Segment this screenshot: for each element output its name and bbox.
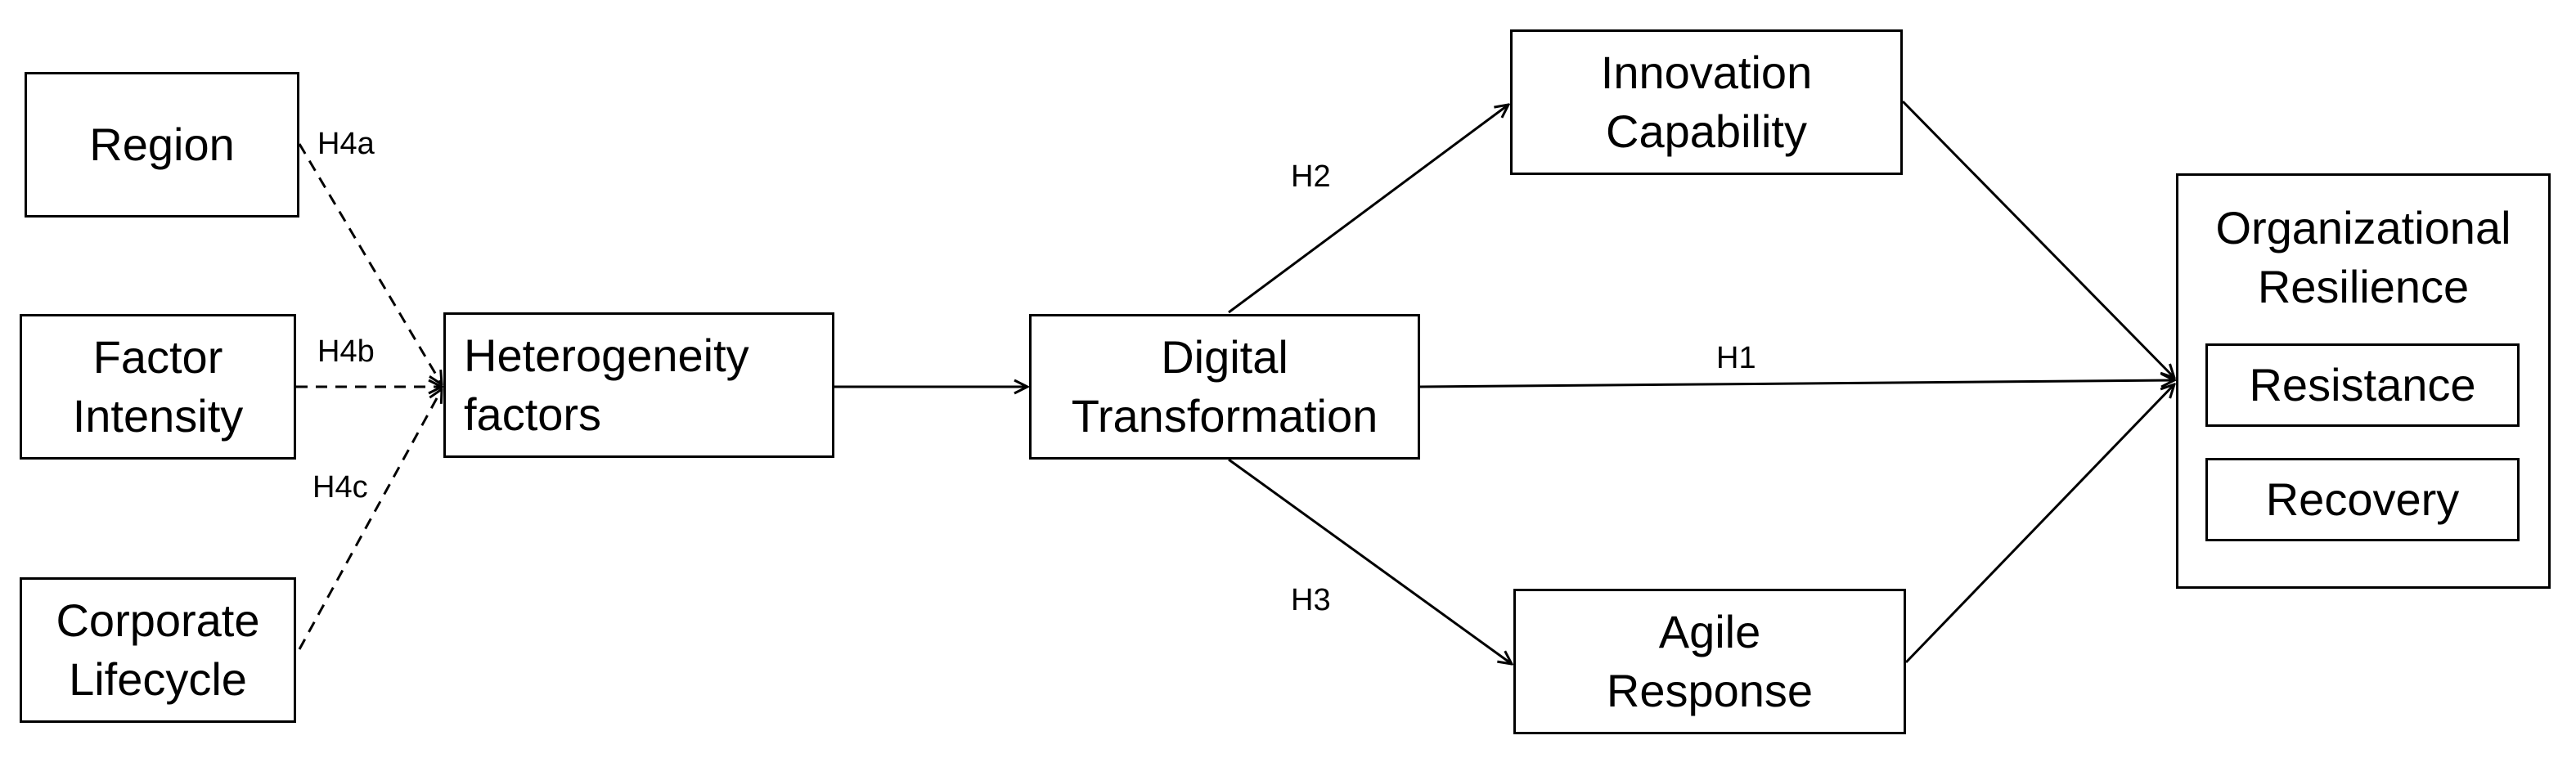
agile-response-box: Agile Response xyxy=(1513,589,1906,734)
corporate-lifecycle-label-line2: Lifecycle xyxy=(69,653,247,705)
corporate-lifecycle-label-line1: Corporate xyxy=(56,594,260,646)
agile-response-label-line1: Agile xyxy=(1658,606,1761,657)
factor-intensity-label-line2: Intensity xyxy=(72,390,244,442)
factor-intensity-label-line1: Factor xyxy=(92,331,223,383)
hypothesis-label-h3: H3 xyxy=(1291,583,1331,617)
region-label: Region xyxy=(89,119,235,170)
heterogeneity-label-line2: factors xyxy=(464,388,602,440)
recovery-label: Recovery xyxy=(2265,473,2460,525)
hypothesis-label-h4b: H4b xyxy=(317,334,375,369)
hypothesis-label-h4c: H4c xyxy=(312,470,368,505)
hypothesis-label-h2: H2 xyxy=(1291,159,1331,194)
arrow-innovation-to-resilience xyxy=(1901,100,2174,378)
arrow-agile-to-resilience xyxy=(1904,384,2174,664)
arrow-digital-to-innovation xyxy=(1228,105,1508,314)
innovation-capability-label-line2: Capability xyxy=(1606,105,1807,157)
resistance-label: Resistance xyxy=(2249,359,2476,410)
organizational-resilience-title-line2: Resilience xyxy=(2257,261,2470,312)
innovation-capability-label-line1: Innovation xyxy=(1600,47,1813,98)
factor-intensity-box: Factor Intensity xyxy=(20,314,296,460)
digital-transformation-box: Digital Transformation xyxy=(1029,314,1420,460)
digital-transformation-label-line2: Transformation xyxy=(1071,390,1378,442)
heterogeneity-label-line1: Heterogeneity xyxy=(464,330,749,381)
corporate-lifecycle-box: Corporate Lifecycle xyxy=(20,577,296,723)
arrow-region-to-heterogeneity xyxy=(298,143,442,384)
heterogeneity-factors-box: Heterogeneity factors xyxy=(443,312,834,458)
organizational-resilience-title-line1: Organizational xyxy=(2215,202,2511,253)
digital-transformation-label-line1: Digital xyxy=(1161,331,1288,383)
innovation-capability-box: Innovation Capability xyxy=(1510,29,1903,175)
hypothesis-label-h1: H1 xyxy=(1716,341,1756,375)
agile-response-label-line2: Response xyxy=(1606,665,1814,716)
arrow-digital-to-agile xyxy=(1228,458,1512,664)
region-box: Region xyxy=(25,72,299,218)
hypothesis-label-h4a: H4a xyxy=(317,127,375,161)
arrow-lifecycle-to-heterogeneity xyxy=(298,389,442,650)
resistance-box: Resistance xyxy=(2205,343,2520,427)
recovery-box: Recovery xyxy=(2205,458,2520,541)
arrow-digital-to-resilience xyxy=(1419,380,2174,388)
